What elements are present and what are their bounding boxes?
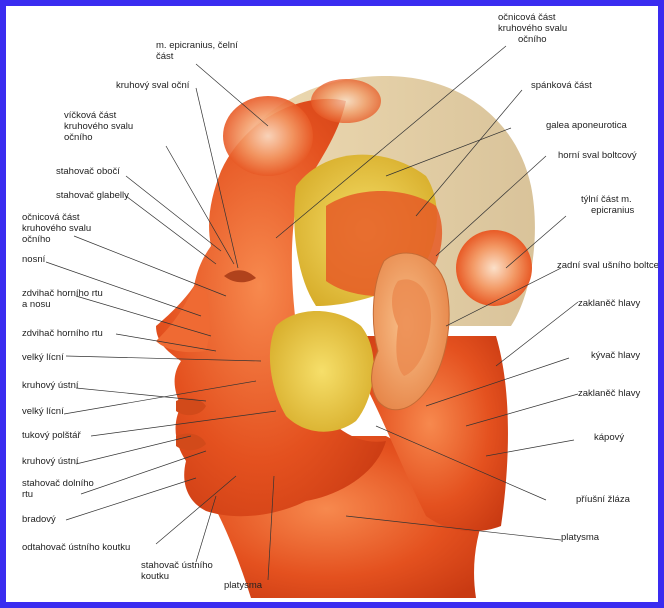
label-corrugator: stahovač obočí [56, 166, 120, 177]
label-depressor-anguli-left: odtahovač ústního koutku [22, 542, 130, 553]
label-orbicularis-oris-1: kruhový ústní [22, 380, 79, 391]
label-depressor-anguli-bottom: stahovač ústního koutku [141, 560, 215, 582]
label-mentalis: bradový [22, 514, 56, 525]
label-orbital-part-top: očnicová část kruhového svalu očního [498, 12, 570, 45]
label-orbital-part-left: očnicová část kruhového svalu očního [22, 212, 94, 245]
label-auricularis-superior: horní sval boltcový [558, 150, 637, 161]
label-zygomaticus-major-2: velký lícní [22, 406, 64, 417]
label-fat-pad: tukový polštář [22, 430, 81, 441]
label-sternocleido: kývač hlavy [591, 350, 640, 361]
frontal-belly [223, 96, 313, 176]
label-occipital-part: týlní část m. epicranius [581, 194, 635, 216]
label-parotid: příušní žláza [576, 494, 631, 505]
label-splenius-2: zaklaněč hlavy [578, 388, 641, 399]
label-auricularis-posterior: zadní sval ušního boltce [557, 260, 658, 271]
buccal-fat [270, 311, 374, 432]
frontal-top-belly [311, 79, 381, 123]
label-platysma-bottom: platysma [224, 580, 263, 591]
occipital-belly [456, 230, 532, 306]
label-orbicularis-oris-2: kruhový ústní [22, 456, 79, 467]
label-epicranius-frontal: m. epicranius, čelní část [156, 40, 240, 62]
head-muscles-diagram: m. epicranius, čelní část očnicová část … [6, 6, 658, 602]
label-galea: galea aponeurotica [546, 120, 628, 131]
label-nasalis: nosní [22, 254, 46, 265]
label-temporal-part: spánková část [531, 80, 592, 91]
label-splenius-1: zaklaněč hlavy [578, 298, 641, 309]
label-trapezius: kápový [594, 432, 624, 443]
label-palpebral-part: víčková část kruhového svalu očního [64, 110, 136, 143]
label-procerus: stahovač glabelly [56, 190, 129, 201]
label-orbicularis-oculi: kruhový sval oční [116, 80, 190, 91]
label-levator-labii: zdvihač horního rtu [22, 328, 103, 339]
anatomy-figure: m. epicranius, čelní část očnicová část … [6, 6, 658, 602]
label-platysma-right: platysma [561, 532, 600, 543]
label-depressor-labii: stahovač dolního rtu [22, 478, 96, 500]
label-zygomaticus-major-1: velký lícní [22, 352, 64, 363]
label-levator-labii-nasi: zdvihač horního rtu a nosu [22, 288, 105, 310]
